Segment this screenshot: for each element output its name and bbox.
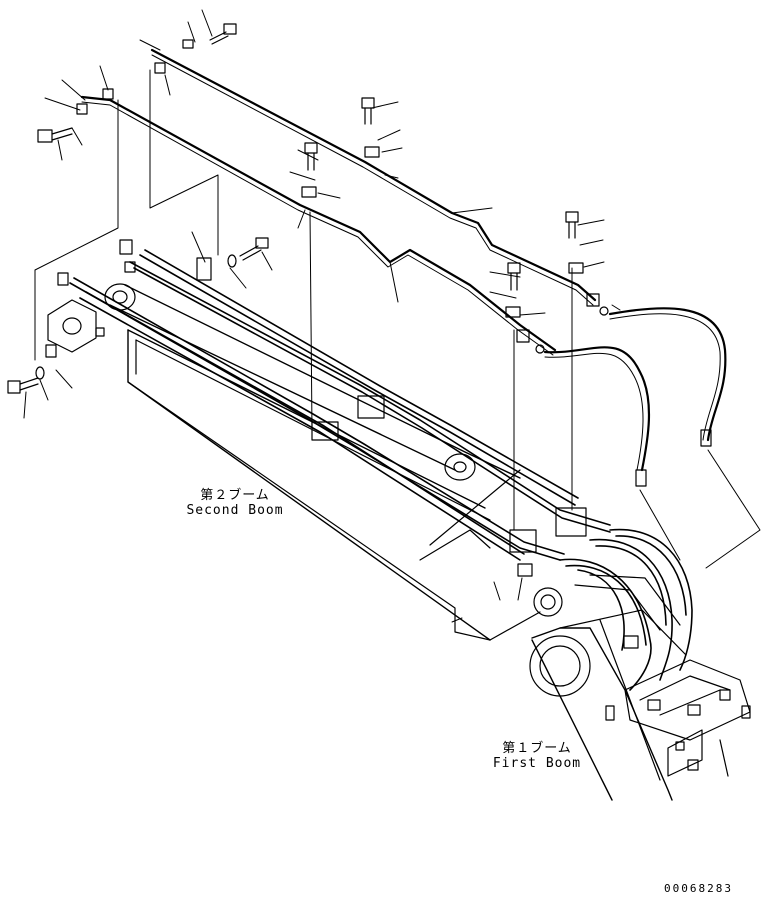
right-flexible-hose-a	[610, 308, 725, 440]
second-boom	[46, 240, 540, 640]
bolt-left-bracket	[240, 238, 268, 260]
second-boom-label: 第２ブーム Second Boom	[180, 488, 290, 518]
left-end-cover	[48, 300, 96, 352]
bolt-top	[210, 24, 236, 44]
bolt-mid-1	[362, 98, 374, 124]
upper-hydraulic-tube-b	[82, 97, 555, 350]
upper-tube-assembly	[77, 40, 725, 486]
drawing-number: 00068283	[664, 882, 733, 895]
boom-joint-pin	[530, 636, 590, 696]
second-boom-label-en: Second Boom	[186, 503, 284, 518]
alignment-lines	[35, 70, 760, 568]
lower-hose-bundle	[560, 530, 692, 690]
leader-lines	[24, 10, 620, 418]
first-boom-label-en: First Boom	[492, 756, 582, 771]
boom-pipe-runs	[70, 250, 610, 560]
bolts-and-clamps	[8, 24, 583, 393]
bolt-lower-left	[8, 367, 44, 393]
joint-detail-lines	[452, 578, 522, 622]
right-flexible-hose-b	[545, 347, 649, 470]
first-boom-label: 第１ブーム First Boom	[482, 741, 592, 771]
second-boom-pin-boss	[105, 284, 135, 310]
bolt-mid-2	[305, 143, 317, 170]
first-boom-label-jp: 第１ブーム	[502, 741, 572, 756]
bolt-right-1	[566, 212, 578, 238]
bolt-left-upper	[38, 128, 72, 142]
valve-assembly	[625, 660, 750, 776]
boom-clamps	[312, 396, 586, 576]
second-boom-label-jp: 第２ブーム	[200, 488, 270, 503]
upper-hydraulic-tube-a	[152, 50, 595, 300]
